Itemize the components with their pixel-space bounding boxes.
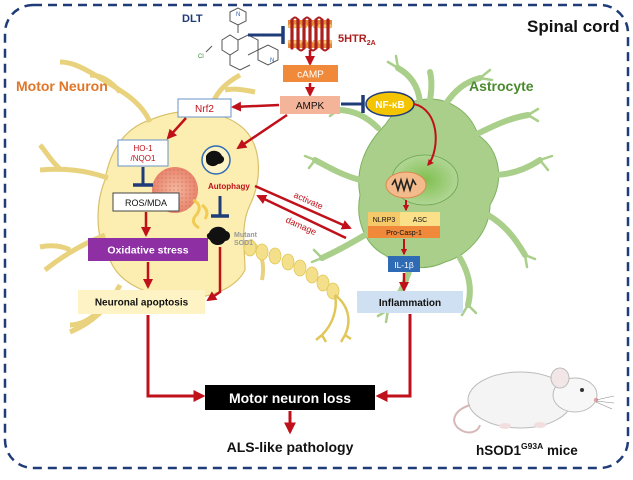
asc-label: ASC xyxy=(413,217,427,224)
ho1-label-line1: HO-1 xyxy=(133,144,153,153)
il1b-label: IL-1β xyxy=(394,260,414,270)
damage-arrow xyxy=(256,194,347,240)
spinal-cord-border xyxy=(3,3,630,470)
cl-atom: Cl xyxy=(198,54,204,60)
ho1-label-line2: /NQO1 xyxy=(131,154,156,163)
activate-arrow xyxy=(254,184,352,230)
ros-box xyxy=(112,192,180,212)
apoptosis-to-loss-arrow xyxy=(146,315,206,402)
inflammation-label: Inflammation xyxy=(379,298,441,309)
axon xyxy=(243,239,340,300)
receptor-label: 5HTR2A xyxy=(338,33,376,47)
dna-icon xyxy=(391,177,417,193)
nrf2-box xyxy=(177,98,232,118)
n-atom-1: N xyxy=(236,12,240,18)
autophagosome-cargo-icon xyxy=(206,150,225,167)
mouse-icon xyxy=(453,367,615,434)
n-atom-2: N xyxy=(270,58,274,64)
nlrp3-box xyxy=(368,212,400,226)
region-title: Spinal cord xyxy=(527,17,620,36)
camp-box xyxy=(283,65,338,82)
mutant-sod1-line2: SOD1 xyxy=(234,240,253,247)
autophagy-label: Autophagy xyxy=(208,182,250,191)
apoptosis-label: Neuronal apoptosis xyxy=(95,298,189,309)
inflammation-to-loss-arrow xyxy=(375,314,412,402)
asc-box xyxy=(400,212,440,226)
nlrp3-label: NLRP3 xyxy=(373,217,396,224)
camp-label: cAMP xyxy=(297,70,324,81)
nfkb-label: NF-κB xyxy=(375,100,404,111)
procasp-label: Pro-Casp-1 xyxy=(386,230,422,237)
sod1-to-apoptosis-arrow xyxy=(206,247,222,302)
axon-terminal xyxy=(315,294,352,343)
ampk-to-nrf2-arrow xyxy=(231,101,280,112)
apoptosis-box xyxy=(78,290,205,314)
nfkb-to-nucleus-arrow xyxy=(413,103,437,167)
mice-label: hSOD1G93A mice xyxy=(476,441,578,458)
motor-loss-label: Motor neuron loss xyxy=(229,390,351,406)
ampk-label: AMPK xyxy=(296,101,325,112)
ho1-box xyxy=(117,139,169,167)
oxidative-box xyxy=(88,238,208,261)
oxidative-label: Oxidative stress xyxy=(107,245,188,257)
procasp-box xyxy=(368,226,440,238)
nrf2-to-ho1-arrow xyxy=(166,117,187,140)
drug-label: DLT xyxy=(182,13,203,25)
damage-label: damage xyxy=(284,215,318,237)
motor-loss-box xyxy=(205,385,375,410)
ros-label: ROS/MDA xyxy=(125,198,167,208)
drug-structure-icon xyxy=(205,7,279,71)
receptor-icon xyxy=(290,16,330,52)
er-structure xyxy=(192,198,209,230)
ampk-box xyxy=(280,96,340,114)
inflammation-box xyxy=(357,291,463,313)
mutant-sod1-line1: Mutant xyxy=(234,232,258,239)
il1b-box xyxy=(388,256,420,272)
mutant-sod1-icon xyxy=(206,226,231,246)
ampk-to-autophagy-arrow xyxy=(236,113,288,150)
astrocyte-label: Astrocyte xyxy=(469,78,534,94)
als-label: ALS-like pathology xyxy=(227,439,354,455)
motor-neuron-label: Motor Neuron xyxy=(16,78,108,94)
nrf2-label: Nrf2 xyxy=(195,104,214,115)
activate-label: activate xyxy=(292,190,324,212)
